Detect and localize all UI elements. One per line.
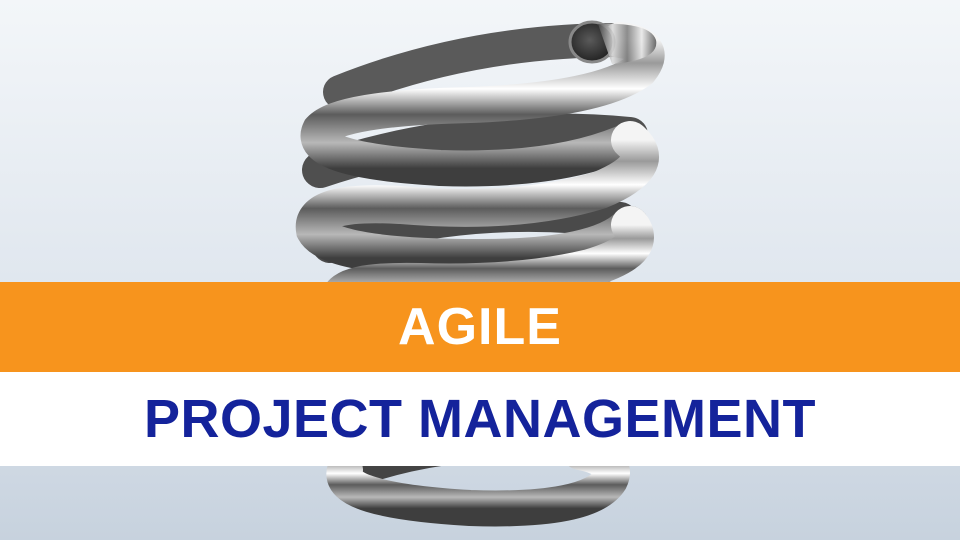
title-band-secondary: PROJECT MANAGEMENT — [0, 372, 960, 466]
title-band-primary: AGILE — [0, 282, 960, 372]
slide-title-line-2: PROJECT MANAGEMENT — [143, 389, 817, 449]
slide-title-line-1: AGILE — [398, 298, 562, 356]
